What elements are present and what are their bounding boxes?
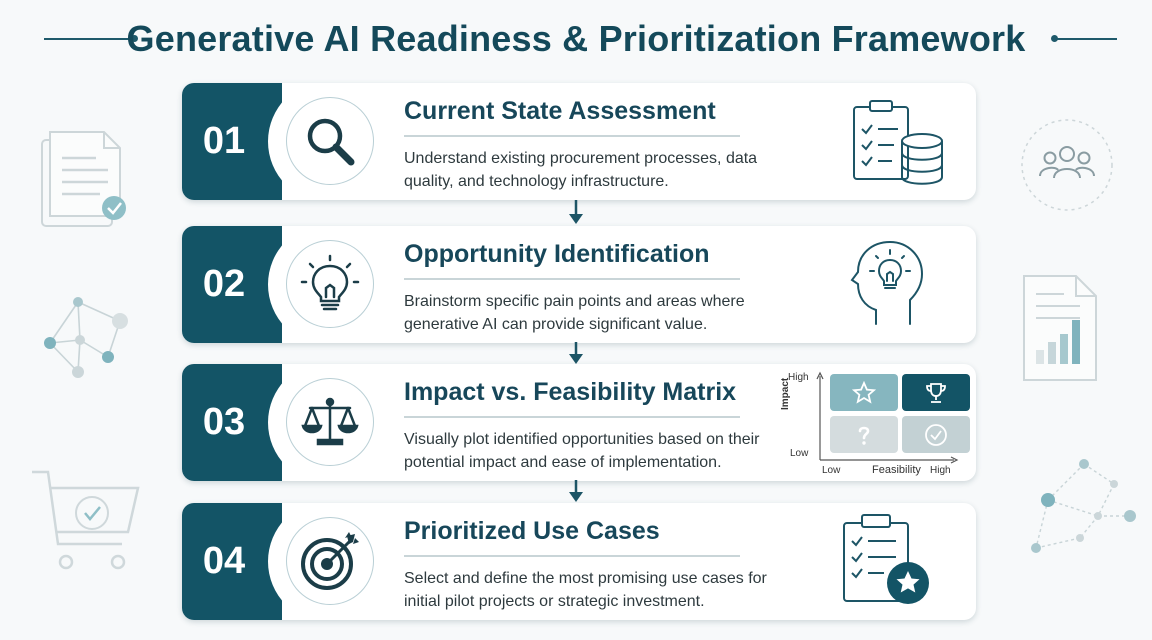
step-number: 02 [202,263,246,305]
step-number-block [182,83,282,200]
title-row: Generative AI Readiness & Prioritization… [0,14,1152,64]
lightbulb-icon [300,254,360,311]
matrix-x-high-label: High [930,465,951,476]
document-check-icon [41,131,126,227]
step-number-block [182,503,282,620]
question-icon [858,426,870,445]
matrix-axes [816,371,959,464]
scales-icon [301,397,359,446]
title-right-line [1057,38,1117,40]
step-description: Visually plot identified opportunities b… [404,431,760,471]
matrix-cell-high-impact-low-feasibility [830,374,898,411]
step-card-1: 01 Current State Assessment Understand e… [182,83,976,200]
step-number: 03 [202,401,246,443]
step-number-block [182,226,282,343]
step-description: Understand existing procurement processe… [404,150,758,190]
trophy-icon [926,382,946,403]
matrix-x-low-label: Low [822,465,841,476]
icon-circle [286,517,374,605]
target-icon [301,532,359,590]
title-underline [404,135,740,137]
icon-circle [286,240,374,328]
step-title: Opportunity Identification [404,240,710,268]
title-underline [404,555,740,557]
down-arrow-icon [569,200,583,224]
step-number: 01 [202,120,246,162]
matrix-cell-low-impact-low-feasibility [830,416,898,453]
step-number: 04 [202,540,246,582]
star-icon [852,380,876,404]
step-card-3: 03 Impact vs. Feasibility Matrix Visuall… [182,364,976,481]
step-description: Select and define the most promising use… [404,570,767,610]
matrix-cell-high-impact-high-feasibility [902,374,970,411]
shopping-cart-icon [32,470,140,570]
step-description: Brainstorm specific pain points and area… [404,293,745,333]
report-chart-icon [1023,275,1097,381]
matrix-y-high-label: High [788,372,809,383]
clipboard-star-icon [843,514,929,604]
matrix-cell-low-impact-high-feasibility [902,416,970,453]
matrix-x-axis-label: Feasibility [872,464,921,476]
magnifier-icon [307,118,355,166]
impact-feasibility-matrix: High Low Impact [774,366,970,478]
network-nodes-icon [44,297,128,378]
title-underline [404,416,740,418]
title-right-dot [1051,35,1058,42]
check-icon [925,423,947,446]
down-arrow-icon [569,342,583,364]
step-title: Current State Assessment [404,97,716,125]
team-people-icon [1021,119,1113,211]
title-underline [404,278,740,280]
title-left-line [44,38,132,40]
title-left-dot [131,35,138,42]
checklist-database-icon [853,100,943,185]
step-number-block [182,364,282,481]
step-title: Impact vs. Feasibility Matrix [404,378,737,406]
network-nodes-icon-right [1031,459,1136,553]
matrix-y-low-label: Low [790,448,809,459]
icon-circle [286,97,374,185]
step-title: Prioritized Use Cases [404,517,660,545]
head-lightbulb-icon [850,240,924,325]
page-title: Generative AI Readiness & Prioritization… [126,18,1026,59]
icon-circle [286,378,374,466]
down-arrow-icon [569,480,583,502]
step-card-4: 04 Prioritized Use Cases Select and defi… [182,503,976,620]
step-card-2: 02 Opportunity Identification Brainstorm… [182,226,976,343]
